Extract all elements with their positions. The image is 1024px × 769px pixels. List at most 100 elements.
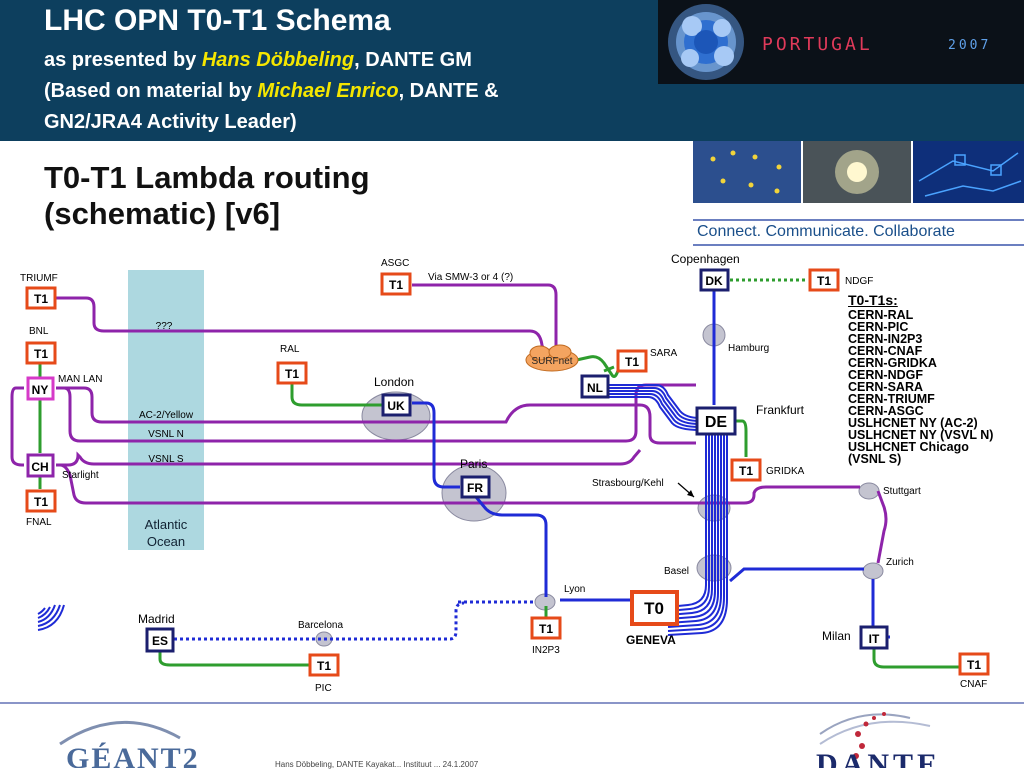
label-gridka: GRIDKA: [766, 466, 805, 477]
node-t0: T0: [630, 590, 679, 626]
link-stuttgart-zurich: [876, 490, 888, 564]
label-ndgf: NDGF: [845, 276, 873, 287]
list-item: CERN-GRIDKA: [848, 356, 937, 370]
node-it: IT: [859, 625, 889, 650]
node-fr: FR: [460, 475, 491, 499]
label-cnaf: CNAF: [960, 679, 987, 690]
list-item: USLHCNET NY (VSVL N): [848, 428, 994, 442]
eu-presidency-flower-icon: [668, 4, 744, 80]
svg-text:T1: T1: [817, 274, 831, 288]
t1-cnaf: T1: [958, 652, 990, 676]
presented-prefix: as presented by: [44, 49, 202, 71]
list-item: USLHCNET NY (AC-2): [848, 416, 978, 430]
t1-ndgf: T1: [808, 268, 840, 292]
banner-year: 2007: [948, 38, 992, 53]
svg-text:ES: ES: [152, 634, 168, 648]
svg-text:FR: FR: [467, 481, 483, 495]
label-zurich: Zurich: [886, 557, 914, 568]
svg-text:UK: UK: [387, 399, 405, 413]
t1-fnal: T1: [25, 489, 57, 513]
svg-text:DE: DE: [705, 414, 728, 431]
svg-text:T1: T1: [625, 355, 639, 369]
svg-text:T1: T1: [317, 659, 331, 673]
tagline-rule-bottom: [693, 244, 1024, 246]
t1-gridka: T1: [730, 458, 762, 482]
cable-label-unknown: ???: [156, 321, 173, 332]
list-item: CERN-ASGC: [848, 404, 924, 418]
node-es: ES: [145, 627, 175, 653]
label-london: London: [374, 375, 414, 389]
via-smw-label: Via SMW-3 or 4 (?): [428, 272, 513, 283]
list-item: CERN-SARA: [848, 380, 923, 394]
label-geneva: GENEVA: [626, 633, 676, 647]
header-bar: LHC OPN T0-T1 Schema as presented by Han…: [0, 0, 658, 141]
node-ch: CH: [26, 453, 55, 478]
footer-text: Hans Döbbeling, DANTE Kayakat... Institu…: [275, 760, 479, 769]
link-vsnl-s: [56, 449, 642, 467]
svg-text:T1: T1: [739, 464, 753, 478]
author-role: GN2/JRA4 Activity Leader): [44, 111, 297, 133]
svg-text:DK: DK: [705, 274, 723, 288]
strasbourg-arrowhead: [687, 490, 694, 497]
link-es-pic: [158, 651, 310, 667]
tagline: Connect. Communicate. Collaborate: [697, 223, 955, 240]
banner-text: PORTUGAL: [762, 34, 873, 55]
t0-t1-list: T0-T1s: CERN-RAL CERN-PIC CERN-IN2P3 CER…: [848, 292, 994, 465]
node-nl: NL: [580, 374, 610, 399]
list-item: CERN-CNAF: [848, 344, 923, 358]
svg-text:T1: T1: [34, 347, 48, 361]
list-item: CERN-RAL: [848, 308, 914, 322]
presenter-suffix: , DANTE GM: [354, 49, 472, 71]
based-prefix: (Based on material by: [44, 80, 258, 102]
svg-text:T1: T1: [967, 658, 981, 672]
svg-text:T1: T1: [285, 367, 299, 381]
based-on-line: (Based on material by Michael Enrico, DA…: [44, 79, 499, 103]
author-suffix: , DANTE &: [398, 80, 499, 102]
link-triumf: [56, 296, 547, 356]
presenter-line: as presented by Hans Döbbeling, DANTE GM: [44, 48, 472, 72]
starlight-label: Starlight: [62, 470, 99, 481]
t1-asgc: T1: [380, 272, 412, 296]
stuttgart-node: [858, 482, 880, 500]
diagram-title: T0-T1 Lambda routing (schematic) [v6]: [44, 160, 370, 232]
svg-text:CH: CH: [31, 460, 48, 474]
label-asgc: ASGC: [381, 258, 409, 269]
header-strip: [658, 84, 1024, 141]
link-ac2: [56, 386, 696, 445]
label-hamburg: Hamburg: [728, 343, 769, 354]
footer-rule: [0, 702, 1024, 704]
svg-text:NL: NL: [587, 381, 603, 395]
node-dk: DK: [699, 268, 730, 292]
label-basel: Basel: [664, 566, 689, 577]
label-fnal: FNAL: [26, 517, 52, 528]
surfnet-cloud: SURFnet: [525, 344, 579, 372]
t1-triumf: T1: [25, 286, 57, 310]
node-de: DE: [695, 406, 737, 436]
t1-in2p3: T1: [530, 616, 562, 640]
eu-flag-photo: [693, 141, 801, 203]
list-item: CERN-PIC: [848, 320, 909, 334]
cable-label-vsnl-n: VSNL N: [148, 429, 184, 440]
t0-t1-list-heading: T0-T1s:: [848, 292, 898, 308]
link-vsnl-n: [56, 383, 696, 443]
cable-label-ac2: AC-2/Yellow: [139, 410, 194, 421]
link-it-cnaf: [872, 649, 960, 669]
t1-bnl: T1: [25, 341, 57, 365]
portugal-banner: PORTUGAL 2007: [658, 0, 1024, 84]
link-fr-lyon: [474, 496, 548, 597]
diagram-title-line-1: T0-T1 Lambda routing: [44, 160, 370, 195]
diagram-title-line-2: (schematic) [v6]: [44, 196, 281, 231]
ocean-label-2: Ocean: [147, 534, 185, 549]
svg-text:DANTE: DANTE: [816, 748, 941, 768]
svg-text:NY: NY: [32, 383, 49, 397]
link-de-gridka: [730, 419, 748, 457]
node-uk: UK: [381, 393, 412, 417]
label-strasbourg: Strasbourg/Kehl: [592, 478, 664, 489]
circuit-photo: [913, 141, 1024, 203]
link-es-lyon: [174, 601, 465, 641]
label-copenhagen: Copenhagen: [671, 252, 740, 266]
man-lan-label: MAN LAN: [58, 374, 102, 385]
footer-logos: GÉANT2 DANTE: [59, 712, 941, 768]
ocean-label-1: Atlantic: [145, 517, 188, 532]
surfnet-label: SURFnet: [531, 356, 572, 367]
